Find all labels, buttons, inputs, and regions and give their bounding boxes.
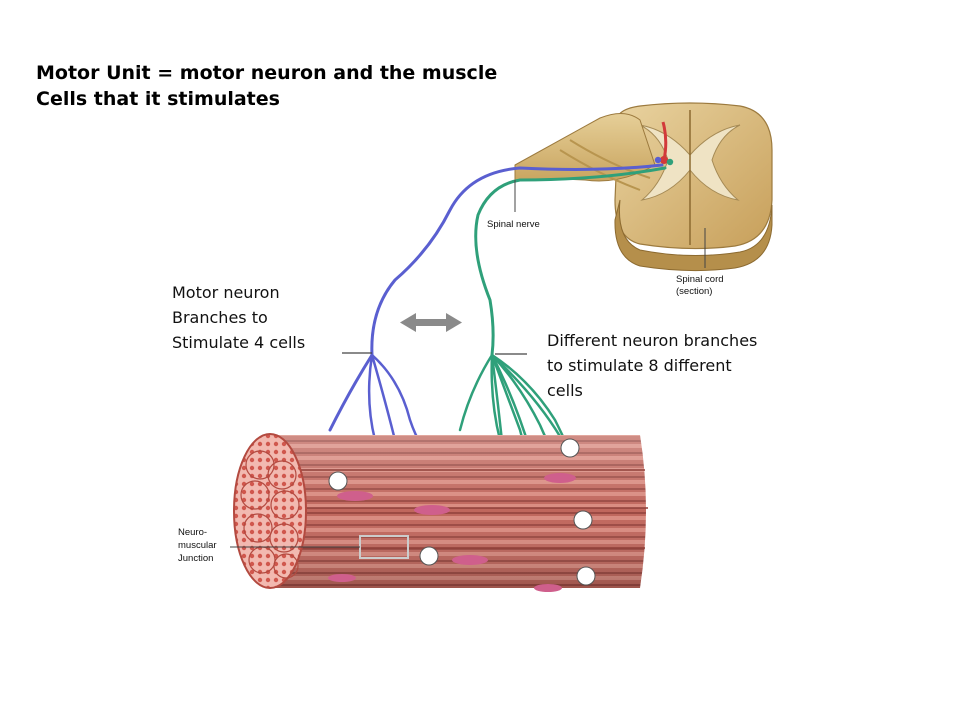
caption-right-line-1: Different neuron branches [547,331,758,350]
cell-markers [328,438,596,586]
caption-motor-neuron: Motor neuron Branches to Stimulate 4 cel… [172,280,305,355]
spinal-cord-section [614,102,773,272]
caption-different-neuron: Different neuron branches to stimulate 8… [547,328,757,403]
title-line-1: Motor Unit = motor neuron and the muscle [36,62,498,84]
nmj-label-line-2: muscular [178,540,217,551]
double-arrow-icon [400,313,462,332]
spinal-cord-label-line-1: Spinal cord [676,274,724,285]
caption-left-line-1: Motor neuron [172,283,280,302]
caption-left-line-3: Stimulate 4 cells [172,333,306,352]
caption-left-line-2: Branches to [172,308,268,327]
muscle-fascicle [233,433,648,592]
caption-right-line-3: cells [547,381,583,400]
nmj-label-line-1: Neuro- [178,527,207,538]
caption-right-line-2: to stimulate 8 different [547,356,732,375]
spinal-nerve-label: Spinal nerve [487,219,540,230]
nmj-label-line-3: Junction [178,553,213,564]
title-line-2: Cells that it stimulates [36,88,280,110]
spinal-cord-label-line-2: (section) [676,286,712,297]
diagram-title: Motor Unit = motor neuron and the muscle… [36,60,497,112]
